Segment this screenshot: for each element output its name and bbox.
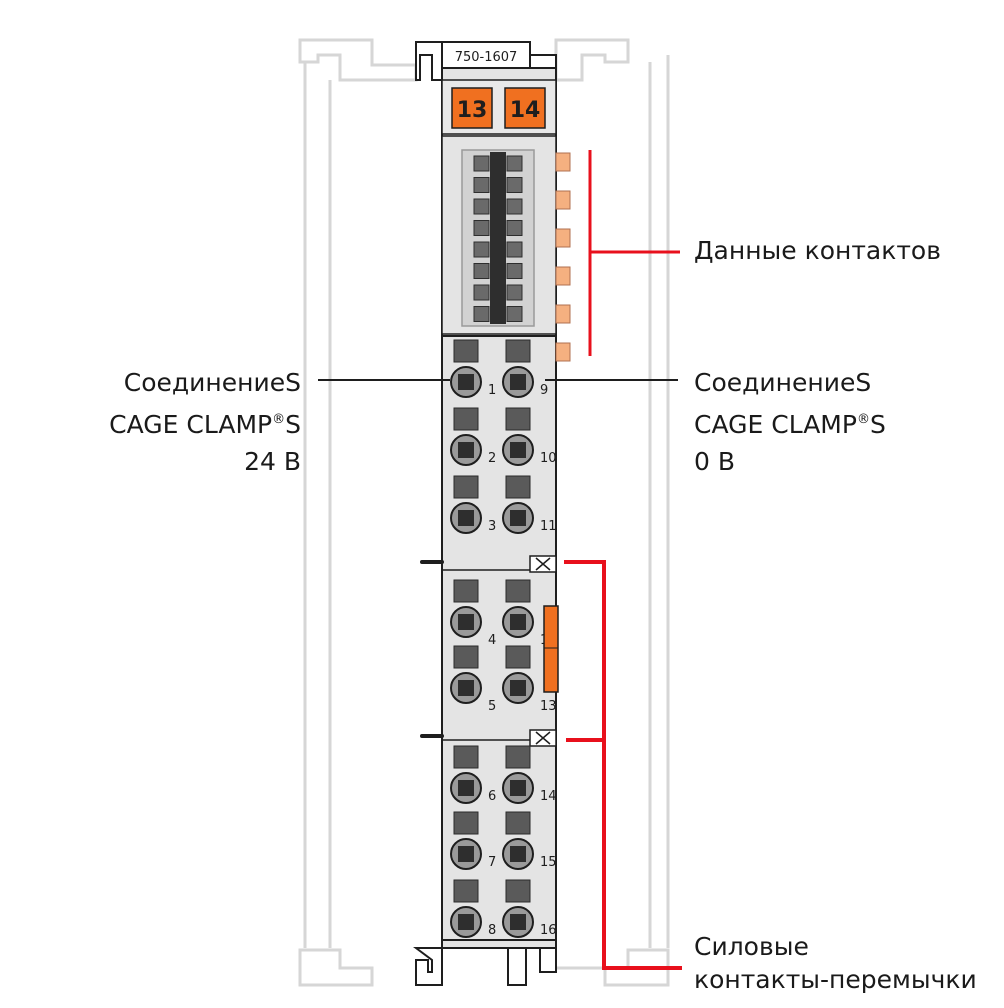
release-slot[interactable] [505, 879, 531, 903]
clamp-contact [510, 914, 526, 930]
terminal-number-6: 6 [488, 789, 496, 804]
neighbor-module-outline [298, 38, 670, 987]
data-pin [506, 177, 523, 193]
left-connection-line1: СоединениеS [123, 368, 301, 397]
terminal-number-16: 16 [540, 923, 557, 938]
data-pin [473, 284, 490, 301]
data-contacts-label: Данные контактов [694, 236, 941, 265]
release-slot[interactable] [453, 475, 479, 499]
channel-leds: 13 14 [451, 87, 546, 129]
clamp-contact [510, 374, 526, 390]
data-contact-tab [555, 342, 571, 362]
data-pin [506, 263, 523, 279]
terminal-number-10: 10 [540, 451, 557, 466]
left-connection-label: СоединениеS CAGE CLAMP®S 24 В [109, 364, 301, 480]
data-pin [473, 177, 490, 193]
release-slot[interactable] [453, 407, 479, 431]
data-pin [473, 220, 490, 236]
terminal-number-3: 3 [488, 519, 496, 534]
channel-led-label: 14 [510, 98, 541, 123]
release-slot[interactable] [505, 339, 531, 363]
data-pin [506, 220, 523, 236]
right-connection-line2: CAGE CLAMP®S [694, 410, 886, 439]
release-slot[interactable] [505, 745, 531, 769]
power-jumpers-line2: контакты-перемычки [694, 965, 977, 994]
left-connection-line2: CAGE CLAMP®S [109, 410, 301, 439]
data-pin [506, 155, 523, 172]
terminal-number-15: 15 [540, 855, 557, 870]
data-contact-tab [555, 228, 571, 248]
callout-lines [318, 150, 682, 970]
data-pin [473, 198, 490, 215]
clamp-contact [458, 442, 474, 458]
release-slot[interactable] [505, 579, 531, 603]
right-connection-line1: СоединениеS [694, 368, 872, 397]
clamp-contact [458, 780, 474, 796]
cage-clamp-terminals: 19210311412513614715816 [450, 339, 557, 938]
clamp-contact [510, 442, 526, 458]
release-slot[interactable] [453, 745, 479, 769]
data-pin [473, 155, 490, 172]
data-contact-tab [555, 266, 571, 286]
terminal-number-11: 11 [540, 519, 557, 534]
terminal-number-9: 9 [540, 383, 548, 398]
data-contact-tab [555, 190, 571, 210]
clamp-contact [510, 510, 526, 526]
power-jumpers-label: Силовые контакты-перемычки [694, 930, 977, 996]
power-jumper-bar [543, 605, 559, 693]
right-connection-voltage: 0 В [694, 447, 736, 476]
right-connection-label: СоединениеS CAGE CLAMP®S 0 В [694, 364, 886, 480]
clamp-contact [510, 614, 526, 630]
clamp-contact [510, 780, 526, 796]
terminal-number-1: 1 [488, 383, 496, 398]
data-pin [506, 241, 523, 258]
release-slot[interactable] [453, 645, 479, 669]
clamp-contact [458, 374, 474, 390]
power-jumpers-line1: Силовые [694, 932, 809, 961]
power-jumpers-bracket [564, 560, 682, 970]
data-pin [473, 241, 490, 258]
terminal-number-14: 14 [540, 789, 557, 804]
release-slot[interactable] [505, 811, 531, 835]
clamp-contact [458, 510, 474, 526]
clamp-contact [458, 846, 474, 862]
left-connection-voltage: 24 В [244, 447, 301, 476]
release-slot[interactable] [453, 811, 479, 835]
release-slot[interactable] [505, 475, 531, 499]
release-slot[interactable] [453, 339, 479, 363]
release-slot[interactable] [453, 579, 479, 603]
channel-led-13 [451, 87, 493, 129]
data-contact-pins [473, 152, 571, 362]
data-pin [506, 284, 523, 301]
data-contact-tab [555, 152, 571, 172]
terminal-number-5: 5 [488, 699, 496, 714]
data-pin [506, 198, 523, 215]
release-slot[interactable] [505, 645, 531, 669]
release-slot[interactable] [505, 407, 531, 431]
terminal-number-2: 2 [488, 451, 496, 466]
release-slot[interactable] [453, 879, 479, 903]
terminal-number-8: 8 [488, 923, 496, 938]
clamp-contact [510, 846, 526, 862]
clamp-contact [458, 680, 474, 696]
clamp-contact [458, 914, 474, 930]
data-pin [473, 306, 490, 322]
terminal-number-7: 7 [488, 855, 496, 870]
data-pin [473, 263, 490, 279]
data-pin [506, 306, 523, 322]
clamp-contact [458, 614, 474, 630]
terminal-number-13: 13 [540, 699, 557, 714]
clamp-contact [510, 680, 526, 696]
data-contact-tab [555, 304, 571, 324]
channel-led-14 [504, 87, 546, 129]
part-number: 750-1607 [455, 50, 518, 65]
terminal-number-4: 4 [488, 633, 496, 648]
channel-led-label: 13 [457, 98, 488, 123]
